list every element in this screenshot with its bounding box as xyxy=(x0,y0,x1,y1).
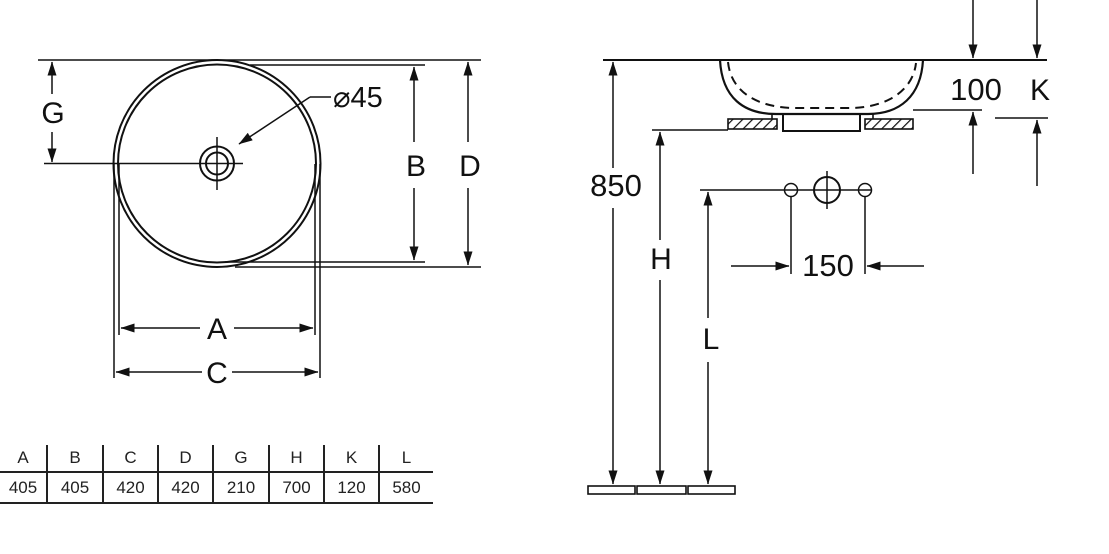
dim-l: L xyxy=(703,191,720,485)
table-value-k: 120 xyxy=(325,473,380,502)
table-header-a: A xyxy=(0,445,48,473)
dimension-table: A B C D G H K L 405 405 420 420 210 700 … xyxy=(0,445,433,504)
table-header-g: G xyxy=(214,445,270,473)
side-view-reference-lines xyxy=(603,59,1048,131)
countertop-hatch-right xyxy=(864,118,914,130)
table-header-l: L xyxy=(380,445,433,473)
dim-850-label: 850 xyxy=(590,168,642,203)
top-view: G B D A C ⌀45 xyxy=(38,59,481,390)
table-value-a: 405 xyxy=(0,473,48,502)
dim-g-label: G xyxy=(41,97,64,130)
countertop-hatch-left xyxy=(727,118,778,130)
mounting-holes xyxy=(700,171,873,274)
dim-c-label: C xyxy=(206,357,228,390)
floor-segment-2 xyxy=(636,485,687,495)
side-view: 850 H L 100 K 150 xyxy=(587,0,1050,495)
table-header-c: C xyxy=(104,445,159,473)
mounting-hole-left xyxy=(783,182,799,198)
dim-d: D xyxy=(459,61,481,266)
dim-g: G xyxy=(41,61,65,163)
dim-100-label: 100 xyxy=(950,72,1002,107)
dim-150-label: 150 xyxy=(802,248,854,283)
table-value-c: 420 xyxy=(104,473,159,502)
table-header-h: H xyxy=(270,445,325,473)
table-value-d: 420 xyxy=(159,473,214,502)
table-header-d: D xyxy=(159,445,214,473)
table-value-h: 700 xyxy=(270,473,325,502)
dim-100: 100 xyxy=(950,0,1002,174)
dim-c: C xyxy=(115,357,319,390)
table-header-k: K xyxy=(325,445,380,473)
bowl-inner-profile-dashed xyxy=(727,61,917,109)
dim-h-label: H xyxy=(650,243,672,276)
dim-k-label: K xyxy=(1030,74,1050,107)
table-value-b: 405 xyxy=(48,473,104,502)
drain-diameter-label: ⌀45 xyxy=(333,82,383,114)
table-header-b: B xyxy=(48,445,104,473)
floor-line xyxy=(587,485,736,495)
dim-h: H xyxy=(650,131,672,485)
dim-a: A xyxy=(120,313,314,346)
floor-segment-1 xyxy=(587,485,636,495)
floor-segment-3 xyxy=(687,485,736,495)
dim-a-label: A xyxy=(207,313,227,346)
dim-b-label: B xyxy=(406,150,426,183)
dim-d-label: D xyxy=(459,150,481,183)
dim-850: 850 xyxy=(590,61,642,485)
mounting-hole-right xyxy=(857,182,873,198)
table-value-g: 210 xyxy=(214,473,270,502)
dim-l-label: L xyxy=(703,323,720,356)
dim-b: B xyxy=(406,66,426,261)
top-view-extension-lines xyxy=(38,59,481,378)
dim-k: K xyxy=(1030,0,1050,186)
table-value-l: 580 xyxy=(392,477,421,497)
drain-housing xyxy=(782,113,861,132)
drain-callout: ⌀45 xyxy=(238,82,383,145)
dim-150: 150 xyxy=(731,248,924,283)
bowl-outer-profile xyxy=(718,59,925,116)
drain-callout-leader xyxy=(238,96,311,145)
